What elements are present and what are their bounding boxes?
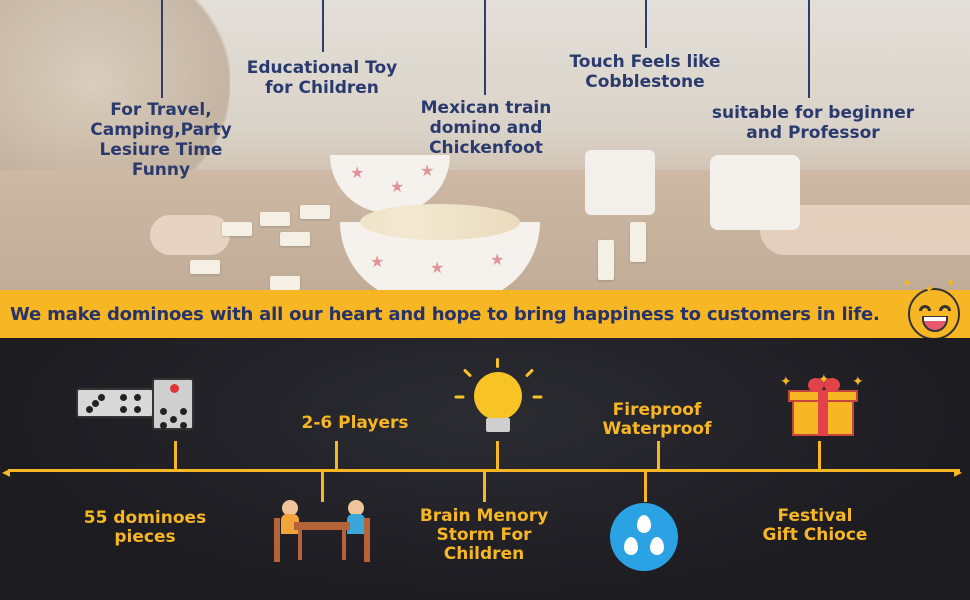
sparkle-icon: ✦	[902, 276, 913, 290]
cereal-bowl: ★ ★ ★	[340, 204, 540, 290]
feature-fireproof: Fireproof Waterproof	[602, 400, 712, 439]
domino-tile	[270, 276, 300, 290]
timeline-tick	[644, 472, 647, 502]
callout-touch: Touch Feels like Cobblestone	[569, 52, 721, 92]
callout-travel: For Travel, Camping,Party Lesiure Time F…	[90, 100, 232, 180]
feature-gift: Festival Gift Chioce	[762, 506, 868, 545]
timeline-line	[8, 469, 960, 472]
feature-brain-memory: Brain Menory Storm For Children	[419, 506, 549, 564]
domino-tile	[190, 260, 220, 274]
bulb-ray	[496, 358, 499, 368]
feature-players: 2-6 Players	[301, 413, 409, 433]
callout-line	[808, 0, 810, 98]
domino-tile	[280, 232, 310, 246]
sparkle-icon: ✦	[818, 372, 830, 388]
callout-suitable: suitable for beginner and Professor	[711, 103, 915, 143]
domino-tile	[222, 222, 252, 236]
sparkle-icon: ✦	[852, 374, 864, 390]
slogan-text: We make dominoes with all our heart and …	[10, 304, 880, 325]
child-hand	[150, 215, 230, 255]
domino-tile	[300, 205, 330, 219]
timeline-tick	[174, 441, 177, 471]
callout-mexican-train: Mexican train domino and Chickenfoot	[420, 98, 552, 158]
callout-line	[161, 0, 163, 98]
sparkle-icon: ✦	[946, 276, 957, 290]
hero-photo: ★ ★ ★ ★ ★ ★ For Travel, Camping,Party Le…	[0, 0, 970, 290]
bulb-ray	[454, 395, 465, 399]
sparkle-icon: ✦	[780, 374, 792, 390]
timeline-tick	[335, 441, 338, 471]
light-bulb-icon	[474, 372, 522, 420]
callout-educational: Educational Toy for Children	[246, 58, 398, 98]
timeline-tick	[496, 441, 499, 471]
laughing-emoji-icon	[908, 288, 960, 340]
water-drops-icon	[610, 503, 678, 571]
domino-tile	[598, 240, 614, 280]
mug	[585, 150, 655, 215]
arrow-right-icon: ▸	[954, 462, 963, 481]
dominoes-icon	[152, 378, 194, 430]
bulb-ray	[532, 395, 543, 399]
sparkle-icon: ✦	[924, 282, 935, 296]
timeline-tick	[818, 441, 821, 471]
dominoes-icon	[76, 388, 154, 418]
light-bulb-base	[486, 418, 510, 432]
gift-bow	[808, 378, 824, 392]
arrow-left-icon: ◂	[2, 462, 11, 481]
callout-line	[484, 0, 486, 95]
timeline-tick	[657, 441, 660, 471]
players-at-table-icon	[272, 498, 372, 566]
timeline-tick	[321, 472, 324, 502]
gift-bow	[824, 378, 840, 392]
slogan-banner: We make dominoes with all our heart and …	[0, 290, 970, 338]
callout-line	[322, 0, 324, 52]
timeline-tick	[483, 472, 486, 502]
mug	[710, 155, 800, 230]
domino-tile	[260, 212, 290, 226]
gift-ribbon	[818, 390, 828, 436]
feature-dominoes-count: 55 dominoes pieces	[83, 508, 207, 547]
domino-tile	[630, 222, 646, 262]
callout-line	[645, 0, 647, 48]
